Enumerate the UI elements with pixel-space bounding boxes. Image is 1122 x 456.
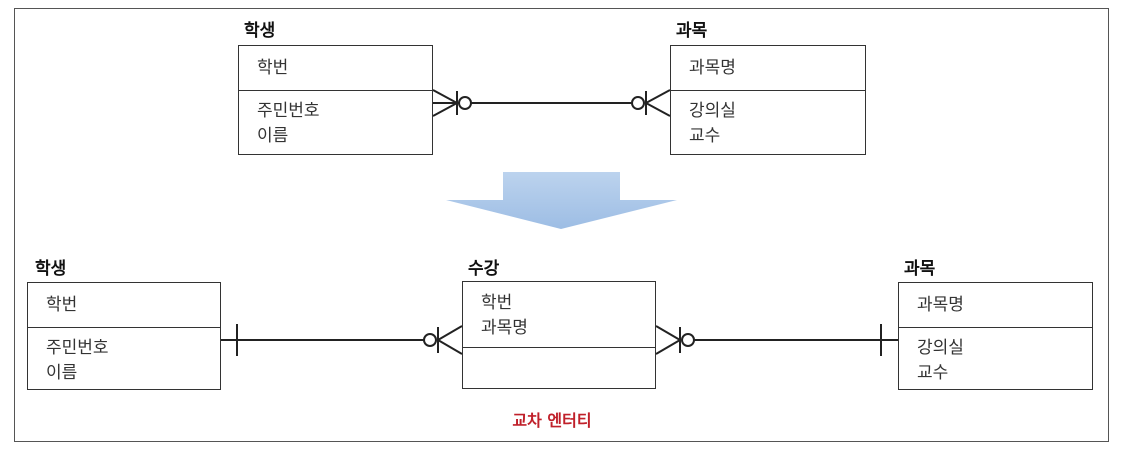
attribute: 이름 [46,363,78,383]
attribute: 강의실 [689,101,736,121]
bottom-course-title: 과목 [904,259,936,279]
enrollment-key: 학번 [481,293,513,313]
top-course-attributes: 강의실 교수 [671,91,865,154]
bottom-student-title: 학생 [35,259,67,279]
bottom-course-attributes: 강의실 교수 [899,328,1092,389]
bottom-student-key: 학번 [28,283,220,328]
top-relationship-line [432,89,671,117]
top-student-title: 학생 [244,21,276,41]
bottom-course-entity: 과목명 강의실 교수 [898,282,1093,390]
attribute: 주민번호 [46,338,109,358]
attribute: 교수 [689,126,721,146]
enrollment-entity: 학번 과목명 [462,281,656,389]
top-student-attributes: 주민번호 이름 [239,91,432,154]
enrollment-title: 수강 [468,259,500,279]
bottom-student-entity: 학번 주민번호 이름 [27,282,221,390]
attribute: 강의실 [917,338,964,358]
bottom-left-relationship-line [221,324,463,356]
top-student-key: 학번 [239,46,432,91]
top-student-entity: 학번 주민번호 이름 [238,45,433,155]
enrollment-key: 과목명 [481,318,528,338]
enrollment-keys: 학번 과목명 [463,282,655,348]
bottom-student-attributes: 주민번호 이름 [28,328,220,389]
attribute: 이름 [257,126,289,146]
top-course-entity: 과목명 강의실 교수 [670,45,866,155]
diagram-frame [14,8,1109,442]
intersection-entity-caption: 교차 엔터티 [512,411,592,430]
top-course-key: 과목명 [671,46,865,91]
attribute: 주민번호 [257,101,320,121]
transform-arrow [446,172,677,229]
bottom-right-relationship-line [655,324,898,356]
top-course-title: 과목 [676,21,708,41]
bottom-course-key: 과목명 [899,283,1092,328]
attribute: 교수 [917,363,949,383]
